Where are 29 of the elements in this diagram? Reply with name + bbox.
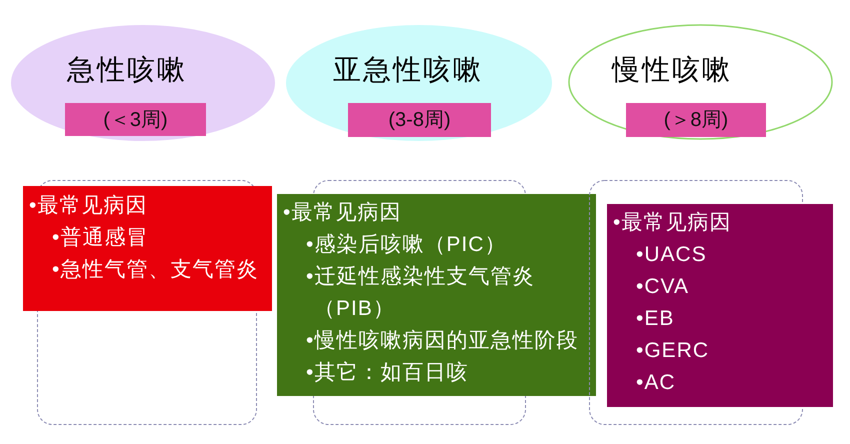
phase-title: 急性咳嗽 [67, 53, 187, 87]
list-item: •普通感冒 [51, 225, 150, 251]
list-item: •慢性咳嗽病因的亚急性阶段 [305, 328, 580, 354]
phase-ellipse [568, 24, 833, 140]
duration-tag [626, 103, 766, 137]
list-item: •EB [635, 306, 676, 332]
list-item: •AC [635, 370, 677, 396]
duration-tag [348, 103, 491, 137]
list-item: •UACS [635, 242, 708, 268]
cause-panel [277, 194, 596, 396]
duration-tag [65, 103, 206, 136]
cause-panel [607, 204, 833, 407]
list-item: •迁延性感染性支气管炎（PIB） [305, 264, 536, 322]
list-item: •GERC [635, 338, 710, 364]
list-item: •急性气管、支气管炎 [51, 257, 260, 283]
list-item: •感染后咳嗽（PIC） [305, 232, 508, 258]
phase-ellipse [10, 24, 276, 142]
phase-ellipse [285, 24, 553, 142]
list-item: •CVA [635, 274, 690, 300]
list-heading: •最常见病因 [28, 193, 148, 219]
list-item: •其它：如百日咳 [305, 360, 470, 386]
duration-label: (3-8周) [388, 108, 451, 132]
duration-label: (＞8周) [664, 108, 728, 132]
list-heading: •最常见病因 [612, 210, 732, 236]
list-heading: •最常见病因 [282, 200, 402, 226]
duration-label: (＜3周) [103, 108, 168, 132]
phase-title: 亚急性咳嗽 [333, 53, 483, 87]
cause-panel [23, 186, 272, 311]
phase-title: 慢性咳嗽 [612, 53, 732, 87]
